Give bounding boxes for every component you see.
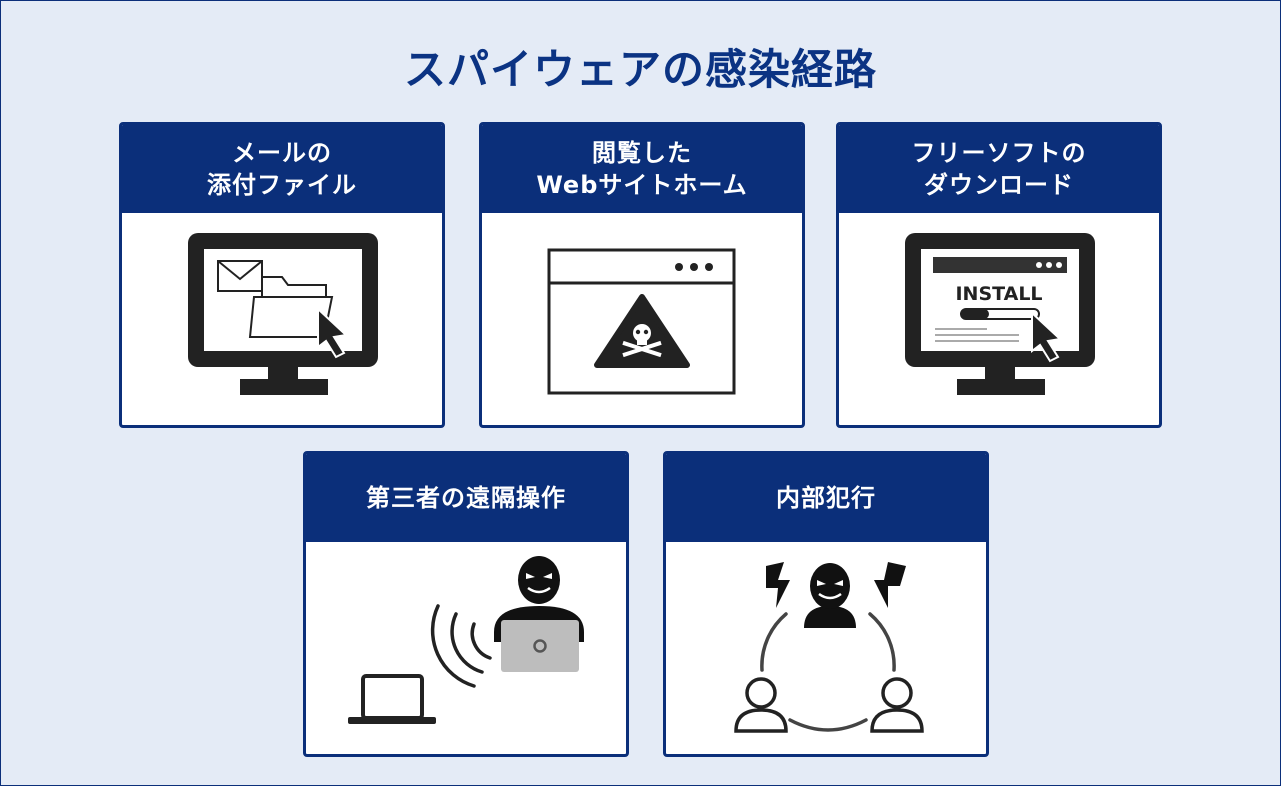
route-card-label: 閲覧した Webサイトホーム — [482, 125, 802, 213]
install-label: INSTALL — [955, 283, 1042, 305]
route-card-label: 第三者の遠隔操作 — [306, 454, 626, 542]
route-card-label: メールの 添付ファイル — [122, 125, 442, 213]
person-icon — [734, 677, 788, 733]
lightning-icon — [874, 562, 906, 608]
cursor-icon — [1031, 310, 1063, 363]
route-card-body: INSTALL — [839, 213, 1159, 425]
route-card-website: 閲覧した Webサイトホーム — [479, 122, 805, 428]
cursor-icon — [317, 306, 349, 359]
route-card-body — [666, 542, 986, 754]
route-card-email-attachment: メールの 添付ファイル — [119, 122, 445, 428]
signal-waves-icon — [430, 604, 492, 688]
route-card-free-software: フリーソフトの ダウンロード INSTALL — [836, 122, 1162, 428]
route-card-body — [482, 213, 802, 425]
route-card-label: 内部犯行 — [666, 454, 986, 542]
insider-icon — [804, 563, 856, 628]
person-icon — [870, 677, 924, 733]
monitor-mail-folder-icon — [188, 233, 378, 395]
route-card-label: フリーソフトの ダウンロード — [839, 125, 1159, 213]
hacker-remote-laptop-icon — [348, 556, 584, 724]
route-card-remote-operation: 第三者の遠隔操作 — [303, 451, 629, 757]
insider-threat-icon — [734, 562, 924, 733]
laptop-icon — [501, 620, 579, 672]
monitor-install-icon: INSTALL — [905, 233, 1095, 395]
lightning-icon — [766, 562, 790, 608]
page-title: スパイウェアの感染経路 — [403, 45, 877, 94]
browser-warning-skull-icon — [547, 248, 736, 395]
route-card-body — [306, 542, 626, 754]
mail-icon — [217, 260, 263, 292]
route-card-body — [122, 213, 442, 425]
route-card-insider: 内部犯行 — [663, 451, 989, 757]
laptop-icon — [348, 674, 436, 724]
skull-icon — [622, 324, 662, 358]
